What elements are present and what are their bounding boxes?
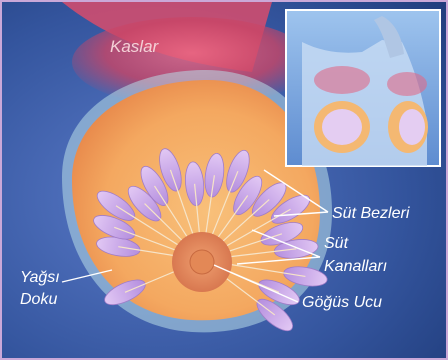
label-fatty-tissue-line1: Yağsı	[20, 269, 60, 286]
nipple	[190, 250, 214, 274]
label-muscles: Kaslar	[110, 37, 160, 56]
label-fatty-tissue-line2: Doku	[20, 291, 57, 308]
label-milk-glands: Süt Bezleri	[332, 205, 410, 222]
label-milk-ducts-line2: Kanalları	[324, 258, 387, 275]
label-nipple: Göğüs Ucu	[302, 294, 382, 311]
inset-torso-panel	[286, 10, 440, 166]
label-milk-ducts-line1: Süt	[324, 235, 349, 252]
